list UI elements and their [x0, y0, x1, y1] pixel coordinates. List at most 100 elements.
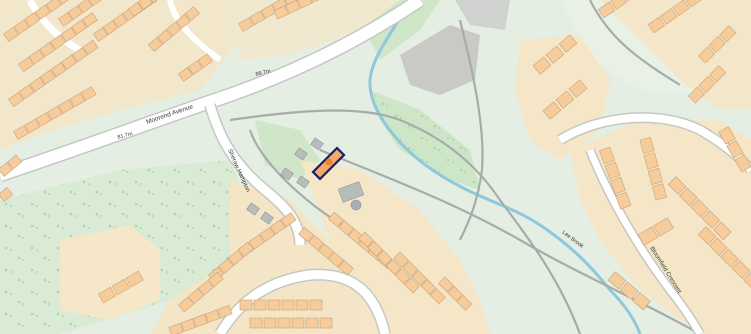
building: [60, 27, 77, 43]
building: [7, 154, 23, 170]
building: [80, 86, 97, 101]
building: [281, 299, 295, 311]
building: [308, 0, 325, 4]
building: [734, 153, 751, 173]
lee-brook-stream: [368, 0, 642, 334]
building: [308, 235, 324, 251]
building: [177, 67, 194, 82]
building: [672, 0, 690, 17]
building: [619, 281, 639, 300]
building: [305, 317, 319, 329]
building: [639, 136, 655, 155]
building: [34, 4, 51, 20]
building: [125, 270, 144, 288]
building: [609, 176, 626, 195]
building: [227, 250, 244, 266]
building: [687, 86, 706, 104]
subject-property-highlight[interactable]: [311, 146, 346, 181]
building: [713, 221, 732, 241]
building: [197, 280, 214, 296]
building: [438, 276, 454, 293]
building: [653, 217, 674, 237]
grey-building-top: [455, 0, 510, 30]
building: [157, 29, 173, 45]
building: [698, 75, 716, 93]
building: [8, 91, 24, 108]
building: [701, 210, 721, 229]
building: [615, 191, 632, 210]
building: [13, 125, 29, 140]
building: [207, 271, 224, 288]
building: [607, 271, 627, 290]
building: [39, 69, 56, 85]
building: [456, 295, 473, 311]
building: [328, 211, 344, 228]
building: [277, 317, 291, 329]
building: [719, 25, 737, 43]
building: [731, 260, 751, 279]
building: [420, 279, 437, 295]
building: [3, 26, 19, 43]
building: [248, 234, 265, 250]
building: [327, 251, 344, 268]
building: [24, 12, 41, 28]
building: [558, 34, 578, 53]
subject-property-marker[interactable]: [325, 158, 333, 166]
building: [218, 258, 234, 274]
building: [137, 0, 153, 10]
building: [188, 288, 204, 304]
building: [57, 12, 74, 27]
building: [61, 54, 78, 70]
building: [309, 299, 323, 311]
building: [46, 105, 63, 121]
building: [280, 212, 297, 228]
building: [604, 161, 621, 180]
building: [532, 56, 552, 75]
building: [0, 162, 14, 177]
building: [298, 226, 314, 243]
building: [643, 152, 659, 170]
building: [385, 259, 402, 275]
building: [296, 0, 313, 9]
building: [337, 260, 354, 276]
building: [259, 227, 276, 243]
building: [273, 5, 289, 20]
building: [71, 47, 88, 63]
building: [178, 296, 194, 313]
building: [92, 27, 109, 42]
building: [726, 140, 744, 159]
building: [112, 13, 128, 28]
building: [610, 0, 628, 10]
building: [238, 17, 254, 32]
building: [545, 45, 565, 64]
building: [237, 241, 254, 258]
building: [39, 42, 56, 58]
building: [58, 99, 74, 114]
building: [69, 92, 86, 108]
large-grey-building: [400, 25, 480, 95]
building: [697, 226, 717, 245]
building: [175, 13, 191, 29]
building: [18, 56, 34, 73]
building: [679, 187, 698, 207]
building: [77, 0, 93, 13]
building: [319, 317, 333, 329]
building: [568, 79, 588, 98]
building: [690, 198, 709, 218]
building: [667, 176, 687, 195]
building: [599, 146, 615, 165]
building: [291, 317, 305, 329]
building: [394, 268, 411, 285]
building: [317, 243, 334, 259]
building: [743, 271, 751, 291]
building: [239, 299, 253, 311]
building: [647, 167, 663, 185]
building: [447, 285, 464, 302]
building: [249, 10, 266, 26]
building: [429, 288, 446, 305]
building: [102, 20, 118, 35]
building: [217, 305, 233, 319]
